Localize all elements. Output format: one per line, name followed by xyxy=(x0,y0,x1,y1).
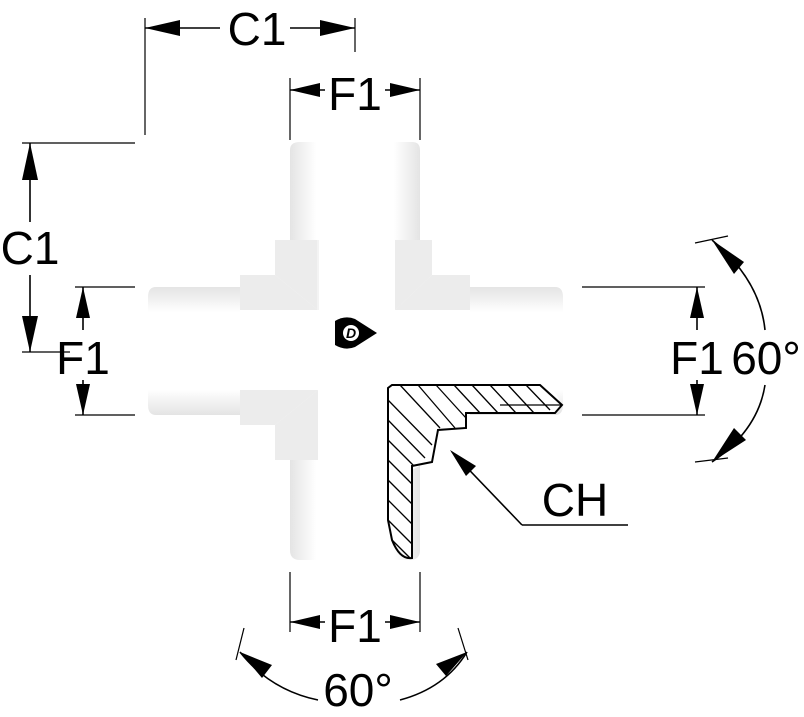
left-port xyxy=(148,287,245,415)
logo-letter: D xyxy=(346,325,356,341)
label-f1-top: F1 xyxy=(328,68,382,120)
label-angle-right: 60° xyxy=(731,332,801,384)
top-port xyxy=(290,142,420,245)
dimension-f1-left: F1 xyxy=(56,286,135,416)
hex-center xyxy=(240,240,470,460)
label-f1-bottom: F1 xyxy=(328,600,382,652)
label-c1-left: C1 xyxy=(1,222,60,274)
dimension-f1-top: F1 xyxy=(289,68,421,140)
label-ch: CH xyxy=(542,474,608,526)
section-cut xyxy=(387,383,564,560)
dimension-f1-bottom: F1 xyxy=(289,572,421,652)
dimension-angle-bottom: 60° xyxy=(235,627,469,716)
dunlop-logo: D xyxy=(335,317,377,349)
dimension-f1-right: F1 xyxy=(582,286,724,416)
label-angle-bottom: 60° xyxy=(323,664,393,716)
label-c1-top: C1 xyxy=(228,3,287,55)
dimension-c1-top: C1 xyxy=(144,3,356,135)
label-f1-right: F1 xyxy=(670,332,724,384)
dimension-angle-right: 60° xyxy=(694,235,801,463)
leader-ch: CH xyxy=(450,450,628,526)
label-f1-left: F1 xyxy=(56,332,110,384)
dimension-c1-left: C1 xyxy=(1,142,135,353)
cross-fitting-body xyxy=(148,142,563,560)
